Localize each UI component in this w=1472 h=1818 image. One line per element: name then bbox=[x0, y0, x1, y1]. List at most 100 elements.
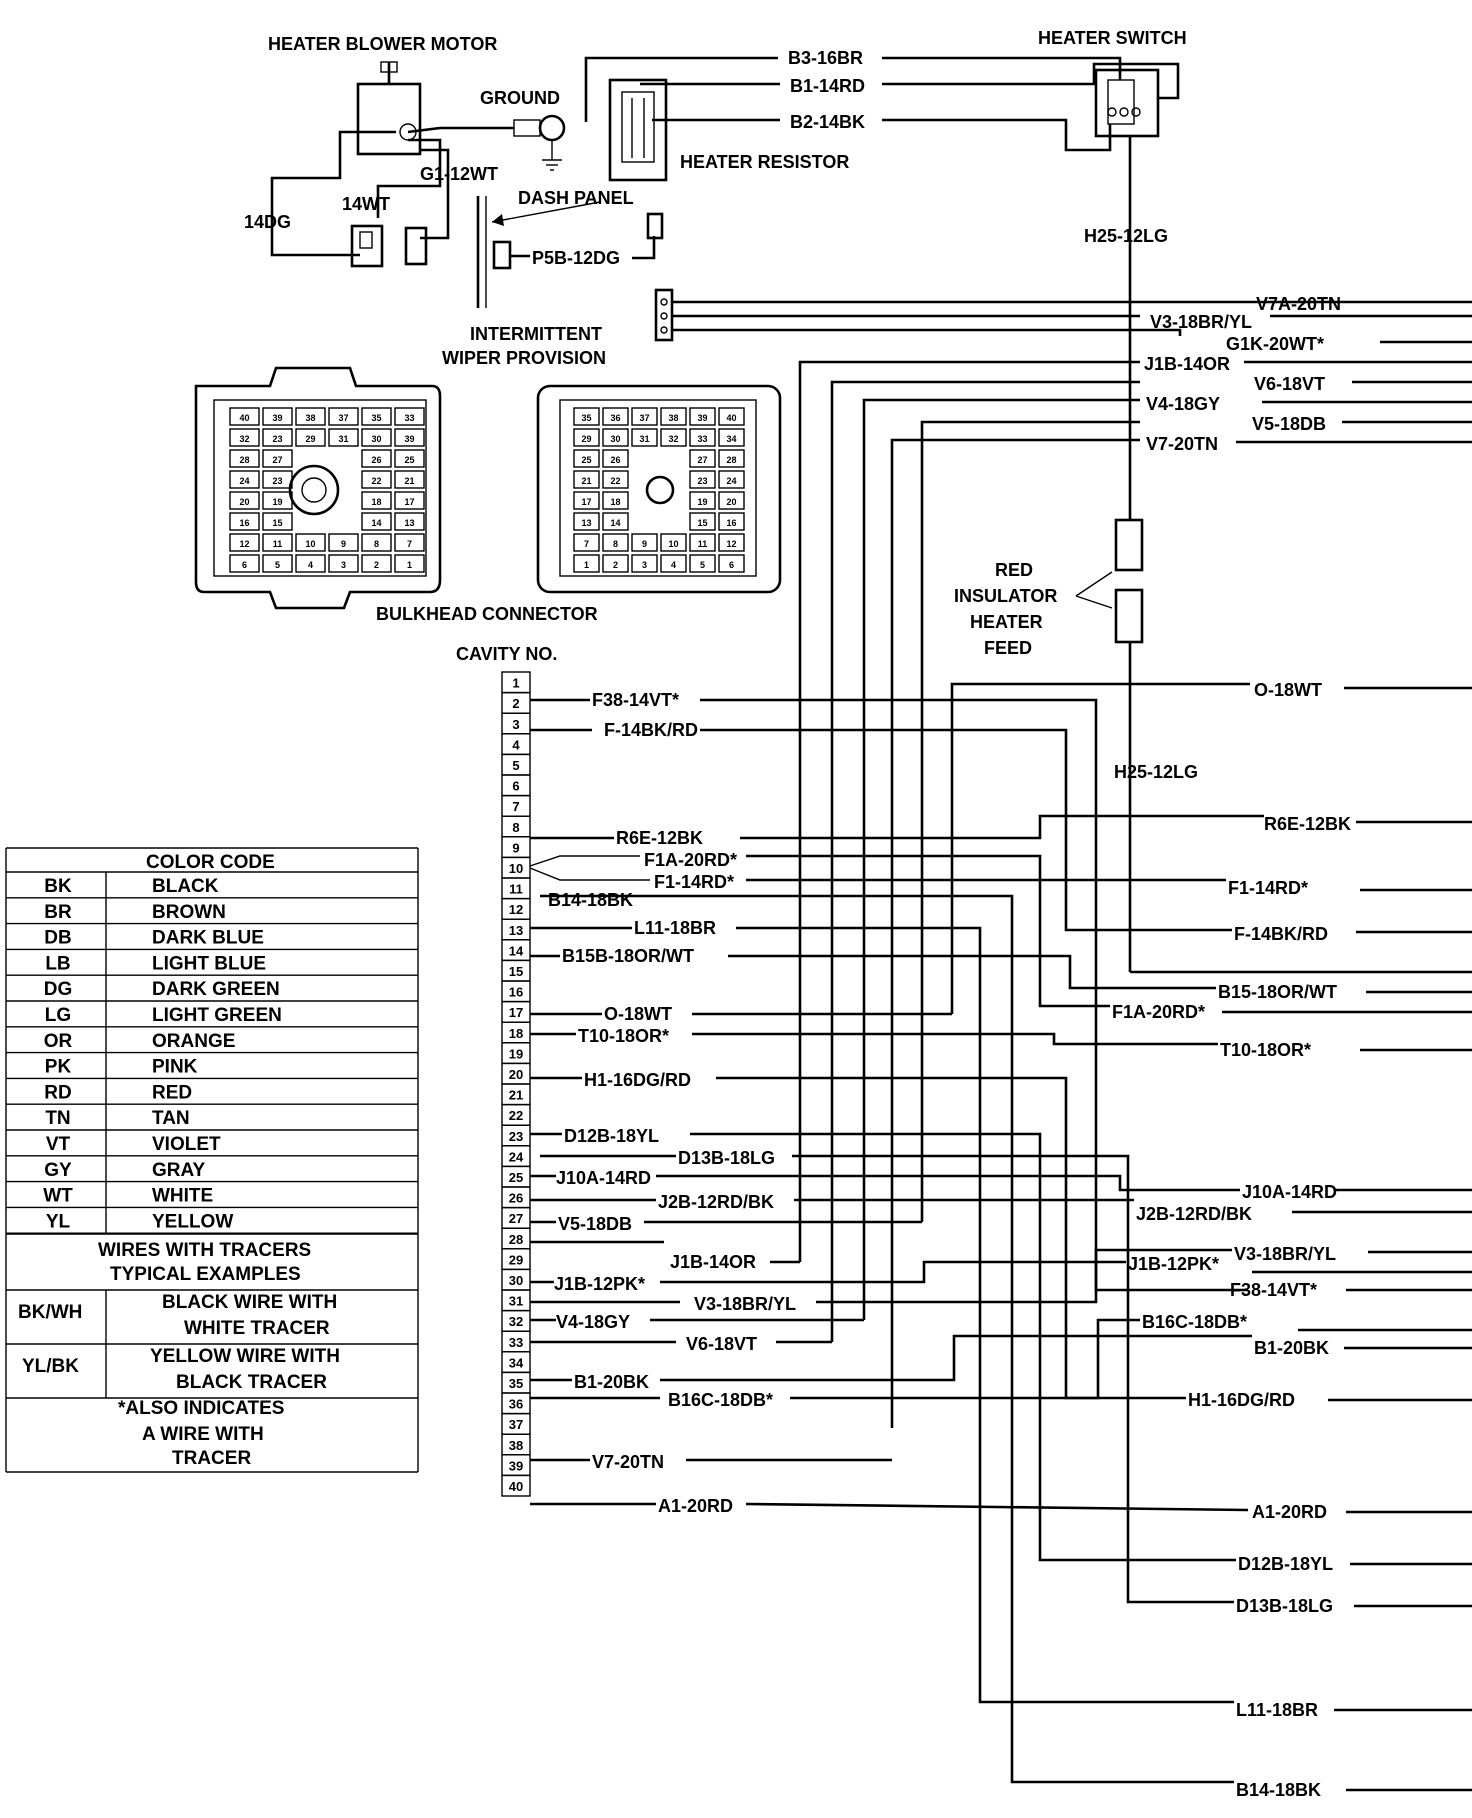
cavity-number: 28 bbox=[509, 1232, 523, 1247]
connector-pin bbox=[718, 554, 745, 573]
connector-pin-number: 18 bbox=[610, 497, 620, 507]
color-code-abbrev: LG bbox=[45, 1005, 71, 1026]
connector-pin bbox=[328, 554, 359, 573]
label-v6-cavity: V6-18VT bbox=[686, 1334, 757, 1354]
label-j1b-cavity: J1B-14OR bbox=[670, 1252, 756, 1272]
connector-pin-number: 21 bbox=[581, 476, 591, 486]
connector-pin bbox=[718, 533, 745, 552]
connector-pin bbox=[394, 449, 425, 468]
color-code-abbrev: LB bbox=[45, 953, 70, 974]
footnote-1: *ALSO INDICATES bbox=[118, 1398, 284, 1419]
connector-pin-number: 5 bbox=[700, 560, 705, 570]
connector-pin-number: 8 bbox=[374, 539, 379, 549]
connector-pin-number: 34 bbox=[726, 434, 736, 444]
connector-pin bbox=[328, 428, 359, 447]
connector-pin-number: 26 bbox=[371, 455, 381, 465]
label-d12b-cavity: D12B-18YL bbox=[564, 1126, 659, 1146]
bulkhead-connector-label: BULKHEAD CONNECTOR bbox=[376, 604, 598, 624]
cavity-number: 23 bbox=[509, 1129, 523, 1144]
label-f1a-cavity: F1A-20RD* bbox=[644, 850, 737, 870]
connector-pin bbox=[394, 554, 425, 573]
connector-pin bbox=[689, 554, 716, 573]
connector-pin-number: 24 bbox=[239, 476, 249, 486]
connector-pin bbox=[602, 491, 629, 510]
connector-pin-number: 39 bbox=[404, 434, 414, 444]
label-l11-right: L11-18BR bbox=[1236, 1700, 1318, 1720]
wire-harness bbox=[529, 300, 1472, 1792]
tracer-desc-2b: BLACK TRACER bbox=[176, 1372, 327, 1393]
connector-pin bbox=[573, 449, 600, 468]
connector-pin-number: 25 bbox=[404, 455, 414, 465]
connector-pin bbox=[229, 554, 260, 573]
connector-pin-number: 21 bbox=[404, 476, 414, 486]
connector-pin-number: 22 bbox=[610, 476, 620, 486]
cavity-number: 4 bbox=[512, 737, 520, 752]
connector-pin bbox=[229, 407, 260, 426]
color-code-abbrev: RD bbox=[44, 1082, 71, 1103]
label-j10a-right: J10A-14RD bbox=[1242, 1182, 1337, 1202]
connector-pin bbox=[573, 533, 600, 552]
wire-label-b3: B3-16BR bbox=[788, 48, 863, 68]
connector-pin-number: 3 bbox=[341, 560, 346, 570]
color-code-name: LIGHT BLUE bbox=[152, 953, 266, 974]
cavity-number: 13 bbox=[509, 923, 523, 938]
connector-pin bbox=[295, 407, 326, 426]
ground-terminal-icon bbox=[538, 114, 566, 142]
connector-pin bbox=[689, 449, 716, 468]
color-code-name: VIOLET bbox=[152, 1134, 221, 1155]
connector-pin bbox=[602, 470, 629, 489]
label-d13b-right: D13B-18LG bbox=[1236, 1596, 1333, 1616]
label-b14-cavity: B14-18BK bbox=[548, 890, 633, 910]
connector-pin-number: 11 bbox=[698, 539, 708, 549]
connector-right-bolt-icon bbox=[645, 475, 675, 505]
cavity-column: 1234567891011121314151617181920212223242… bbox=[501, 671, 531, 1497]
connector-pin bbox=[361, 470, 392, 489]
connector-pin-number: 7 bbox=[584, 539, 589, 549]
connector-pin-number: 20 bbox=[726, 497, 736, 507]
connector-pin bbox=[602, 512, 629, 531]
connector-pin-number: 2 bbox=[374, 560, 379, 570]
cavity-number: 38 bbox=[509, 1438, 523, 1453]
heater-switch-label: HEATER SWITCH bbox=[1038, 28, 1187, 48]
connector-pin-number: 22 bbox=[371, 476, 381, 486]
color-code-abbrev: TN bbox=[45, 1108, 70, 1129]
cavity-number: 33 bbox=[509, 1335, 523, 1350]
heater-switch-group: HEATER SWITCH B3-16BR B1-14RD B2-14BK H2… bbox=[584, 28, 1472, 974]
connector-pin bbox=[361, 407, 392, 426]
label-j2b-right: J2B-12RD/BK bbox=[1136, 1204, 1252, 1224]
connector-pin-number: 9 bbox=[341, 539, 346, 549]
label-v3-right: V3-18BR/YL bbox=[1150, 312, 1252, 332]
wire-label-14dg: 14DG bbox=[244, 212, 291, 232]
connector-pin bbox=[229, 449, 260, 468]
connector-pin-number: 2 bbox=[613, 560, 618, 570]
heater-blower-motor-label: HEATER BLOWER MOTOR bbox=[268, 34, 497, 54]
cavity-number: 1 bbox=[512, 676, 519, 691]
connector-pin bbox=[361, 449, 392, 468]
color-code-abbrev: DB bbox=[44, 928, 71, 949]
cavity-number: 17 bbox=[509, 1005, 523, 1020]
label-v3-cavity: V3-18BR/YL bbox=[694, 1294, 796, 1314]
tracer-desc-2a: YELLOW WIRE WITH bbox=[150, 1346, 340, 1367]
label-j1bpk-right: J1B-12PK* bbox=[1128, 1254, 1219, 1274]
label-j1b-right: J1B-14OR bbox=[1144, 354, 1230, 374]
heater-blower-motor-group: HEATER BLOWER MOTOR GROUND 14DG 14WT G1-… bbox=[244, 34, 849, 268]
wire-label-b2: B2-14BK bbox=[790, 112, 865, 132]
label-j2b-cavity: J2B-12RD/BK bbox=[658, 1192, 774, 1212]
connector-left-bolt-icon bbox=[288, 464, 340, 516]
color-code-name: DARK BLUE bbox=[152, 928, 264, 949]
cavity-no-label: CAVITY NO. bbox=[456, 644, 557, 664]
tracer-desc-1a: BLACK WIRE WITH bbox=[162, 1292, 337, 1313]
connector-pin bbox=[631, 407, 658, 426]
connector-pin-number: 27 bbox=[697, 455, 707, 465]
color-code-name: TAN bbox=[152, 1108, 190, 1129]
tracer-title-1: WIRES WITH TRACERS bbox=[98, 1240, 311, 1261]
color-code-abbrev: OR bbox=[44, 1031, 73, 1052]
connector-pin bbox=[602, 449, 629, 468]
color-code-abbrev: PK bbox=[45, 1057, 72, 1078]
cavity-number: 20 bbox=[509, 1067, 523, 1082]
dash-grommet-icon bbox=[492, 240, 512, 270]
connector-pin-number: 37 bbox=[639, 413, 649, 423]
connector-pin-number: 13 bbox=[404, 518, 414, 528]
connector-pin-number: 15 bbox=[697, 518, 707, 528]
color-code-abbrev: DG bbox=[44, 979, 73, 1000]
